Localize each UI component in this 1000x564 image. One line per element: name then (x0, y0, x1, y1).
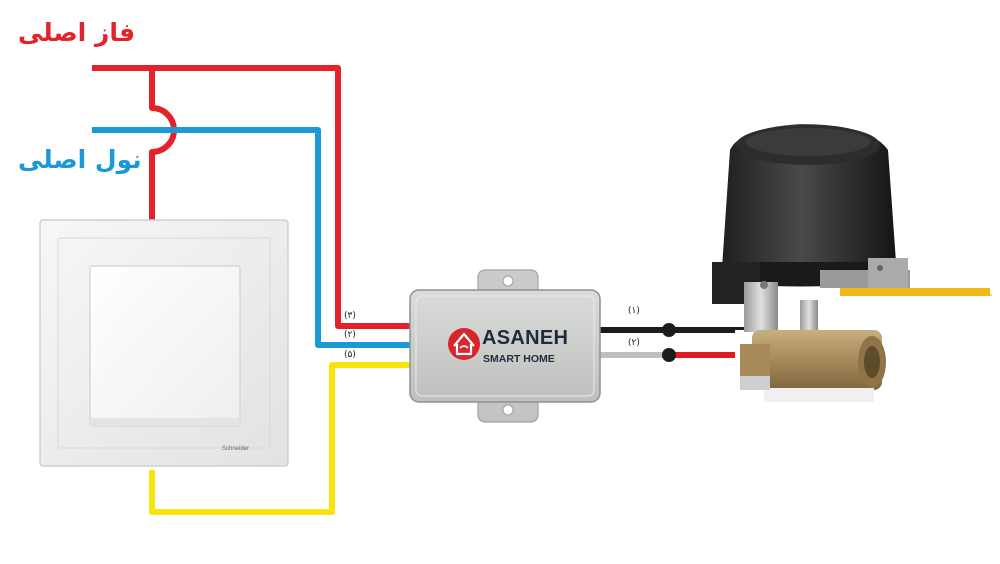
smart-module (409, 269, 601, 423)
wire-number-blue: (۲) (344, 330, 356, 340)
phase-label: فاز اصلی (18, 18, 136, 47)
module-brand: ASANEH (482, 327, 569, 349)
module-subtitle: SMART HOME (483, 353, 555, 365)
switch-brand: Schneider (222, 446, 250, 452)
gas-valve-actuator (712, 124, 992, 420)
switch-wire (149, 362, 410, 515)
wire-number-yellow: (۵) (344, 350, 356, 360)
wall-switch (39, 219, 289, 467)
asaneh-logo-icon (448, 328, 480, 360)
neutral-wire (92, 127, 410, 348)
output-wire-red (598, 348, 745, 362)
output-wire-black (598, 323, 745, 337)
wire-number-red: (۳) (344, 311, 356, 321)
neutral-label: نول اصلی (18, 145, 142, 174)
wire-number-black: (۱) (628, 306, 640, 316)
wire-number-out-red: (۲) (628, 338, 640, 348)
